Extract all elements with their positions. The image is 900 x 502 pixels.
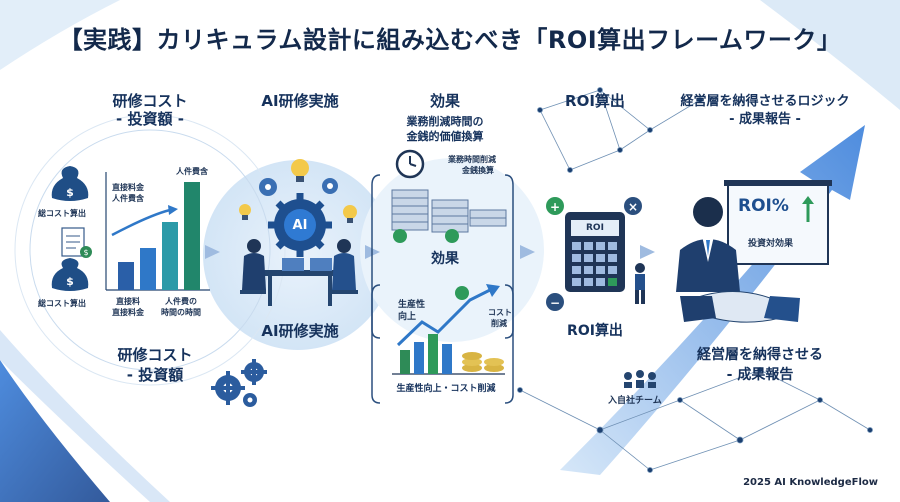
network-graph-top bbox=[537, 87, 703, 173]
money-bag-icon: $ bbox=[51, 166, 89, 201]
handshake-icon bbox=[680, 291, 800, 323]
bar-2 bbox=[140, 248, 156, 290]
svg-text:$: $ bbox=[66, 186, 74, 199]
total-cost-label-bottom: 総コスト算出 bbox=[38, 299, 86, 308]
col3-footer: 生産性向上・コスト削減 bbox=[396, 384, 496, 394]
minus-icon: − bbox=[550, 296, 561, 310]
bar-3 bbox=[162, 222, 178, 290]
ai-gear-icon bbox=[268, 193, 332, 257]
svg-text:$: $ bbox=[66, 275, 74, 288]
col1-heading-sub: - 投資額 - bbox=[116, 110, 184, 128]
cost-label-line2: 削減 bbox=[491, 319, 507, 328]
svg-text:$: $ bbox=[83, 248, 88, 257]
col5-heading: 経営層を納得させるロジック bbox=[680, 94, 850, 109]
bar-label-personnel: 人件費の 時間の時間 bbox=[161, 297, 201, 317]
clock-note-line2: 金銭換算 bbox=[462, 166, 494, 175]
bar-1 bbox=[118, 262, 134, 290]
presentation-board-icon bbox=[724, 180, 832, 265]
col4-footer: ROI算出 bbox=[567, 323, 623, 339]
plus-icon: + bbox=[550, 200, 561, 214]
times-icon: × bbox=[628, 200, 639, 214]
col5-heading-sub: - 成果報告 - bbox=[729, 112, 801, 127]
col4-heading: ROI算出 bbox=[565, 92, 625, 110]
calculator-icon bbox=[565, 212, 625, 292]
footer-credit: 2025 AI KnowledgeFlow bbox=[743, 477, 878, 488]
money-stack-icon bbox=[391, 189, 507, 243]
clock-note-line1: 業務時間削減 bbox=[448, 155, 496, 164]
col2-heading: AI研修実施 bbox=[261, 92, 339, 110]
productivity-label-line1: 生産性 bbox=[398, 300, 426, 310]
ai-gear-label: AI bbox=[292, 218, 308, 233]
col3-mid-label: 効果 bbox=[431, 251, 459, 267]
money-bag-icon-2: $ bbox=[51, 258, 89, 291]
team-label: 入自社チーム bbox=[608, 396, 662, 406]
col3-sub-line2: 金銭的価値換算 bbox=[406, 130, 484, 143]
col1-footer: 研修コスト bbox=[117, 346, 193, 364]
team-icon bbox=[624, 370, 656, 388]
col1-heading: 研修コスト bbox=[112, 92, 188, 110]
col3-heading: 効果 bbox=[429, 92, 460, 110]
col1-footer-sub: - 投資額 bbox=[126, 366, 184, 384]
clock-icon bbox=[395, 149, 425, 179]
lightbulb-icon bbox=[291, 159, 309, 182]
lightbulb-icon-2 bbox=[343, 205, 357, 223]
personnel-cost-label: 人件費含 bbox=[176, 167, 208, 176]
col2-footer: AI研修実施 bbox=[261, 322, 339, 340]
document-icon: $ bbox=[61, 227, 92, 258]
roi-percent-label: ROI% bbox=[738, 196, 789, 216]
rising-arrow bbox=[560, 125, 865, 475]
col5-footer: 経営層を納得させる bbox=[697, 347, 823, 363]
calculator-display-label: ROI bbox=[586, 223, 604, 233]
col5-footer-sub: - 成果報告 bbox=[726, 367, 794, 383]
productivity-label-line2: 向上 bbox=[398, 312, 417, 322]
col3-sub-line1: 業務削減時間の bbox=[406, 115, 484, 128]
growth-chart-icon bbox=[392, 284, 505, 375]
lightbulb-icon-3 bbox=[239, 204, 251, 220]
direct-cost-label: 直接料金 人件費含 bbox=[112, 183, 144, 203]
bar-label-direct: 直接料 直接料金 bbox=[112, 297, 144, 317]
total-cost-label-top: 総コスト算出 bbox=[38, 209, 86, 218]
page-title: 【実践】カリキュラム設計に組み込むべき「ROI算出フレームワーク」 bbox=[58, 26, 842, 54]
cost-label-line1: コスト bbox=[488, 308, 512, 317]
network-graph-bottom bbox=[517, 367, 873, 473]
bar-4 bbox=[184, 182, 200, 290]
roi-board-sublabel: 投資対効果 bbox=[748, 239, 794, 249]
